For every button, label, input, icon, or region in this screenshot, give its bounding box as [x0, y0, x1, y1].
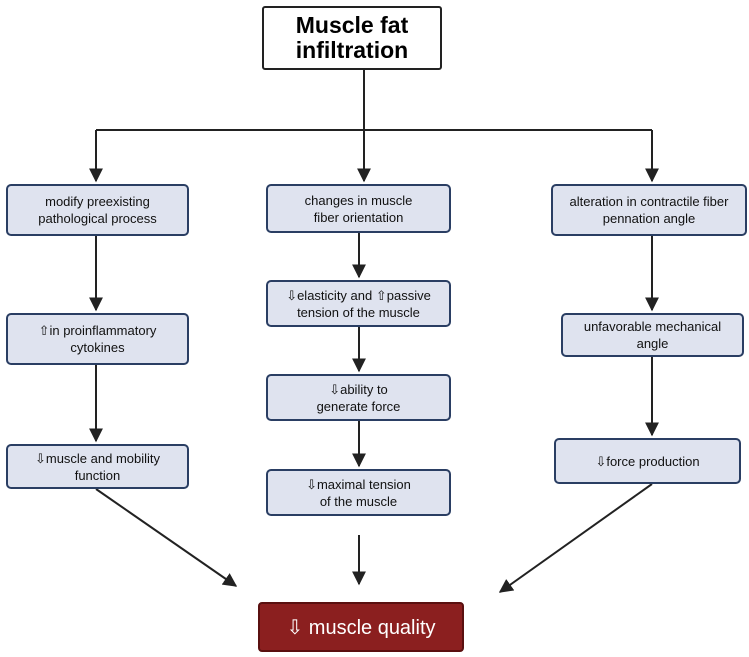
node-line: function [74, 467, 121, 483]
node-line: unfavorable mechanical [583, 319, 722, 334]
arrow-c3-result [498, 483, 653, 593]
result-node: ⇩ muscle quality [258, 602, 464, 652]
node-fiber-orientation: changes in muscle fiber orientation [266, 184, 451, 233]
node-pennation-angle: alteration in contractile fiber pennatio… [551, 184, 747, 236]
node-line: ⇩muscle and mobility [34, 450, 161, 466]
node-line: ⇩elasticity and ⇧passive [286, 287, 431, 303]
result-label: ⇩ muscle quality [286, 616, 436, 639]
node-unfavorable-angle: unfavorable mechanical angle [561, 313, 744, 357]
node-line: ⇧in proinflammatory [38, 323, 157, 338]
node-maximal-tension: ⇩maximal tension of the muscle [266, 469, 451, 516]
node-muscle-mobility-function: ⇩muscle and mobility function [6, 444, 189, 489]
node-line: pathological process [38, 211, 157, 226]
node-generate-force: ⇩ability to generate force [266, 374, 451, 421]
title-node: Muscle fat infiltration [262, 6, 442, 70]
node-line: pennation angle [602, 211, 696, 226]
node-proinflammatory-cytokines: ⇧in proinflammatory cytokines [6, 313, 189, 365]
node-line: changes in muscle [304, 192, 413, 208]
node-line: cytokines [70, 340, 125, 355]
node-line: generate force [316, 398, 401, 414]
title-line-2: infiltration [295, 37, 409, 63]
node-line: fiber orientation [313, 209, 404, 225]
node-line: angle [636, 336, 669, 351]
node-line: tension of the muscle [297, 304, 420, 320]
node-line: alteration in contractile fiber [569, 194, 729, 209]
node-line: ⇩maximal tension [306, 476, 411, 492]
node-modify-preexisting: modify preexisting pathological process [6, 184, 189, 236]
node-line: ⇩ability to [329, 381, 388, 397]
node-line: of the muscle [319, 493, 398, 509]
node-force-production: ⇩force production [554, 438, 741, 484]
node-line: ⇩force production [595, 453, 700, 469]
node-line: modify preexisting [45, 194, 150, 209]
node-elasticity-tension: ⇩elasticity and ⇧passive tension of the … [266, 280, 451, 327]
title-line-1: Muscle fat [295, 12, 409, 38]
arrow-c1-result [95, 488, 238, 587]
